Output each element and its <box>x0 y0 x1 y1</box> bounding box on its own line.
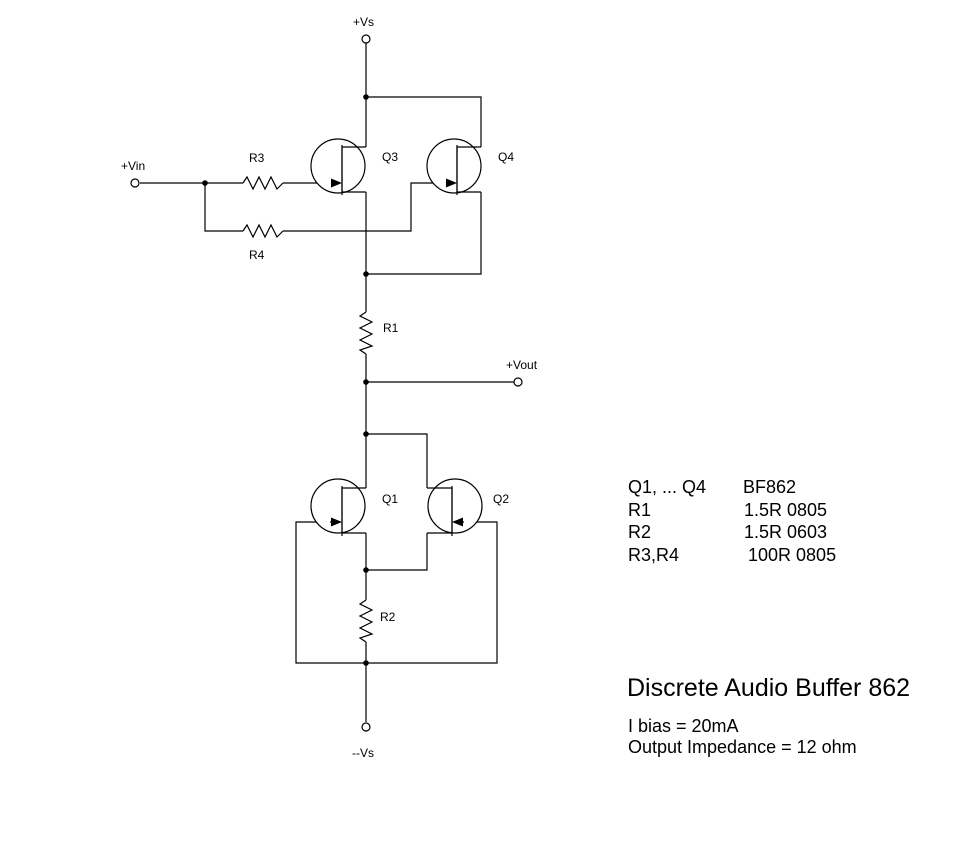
transistor-q4-arrow <box>446 178 457 188</box>
label-q1: Q1 <box>382 492 398 506</box>
part-value: 1.5R 0805 <box>744 499 828 520</box>
transistor-q1-body <box>310 478 366 534</box>
part-ref: Q1, ... Q4 <box>628 477 707 497</box>
part-ref: R1 <box>628 499 652 520</box>
wire-q2-source <box>366 533 428 571</box>
part-value: 1.5R 0603 <box>744 522 828 542</box>
label-r4: R4 <box>249 248 265 262</box>
label-r2: R2 <box>380 610 396 624</box>
terminal-vs-neg <box>361 722 371 732</box>
transistor-q3-body <box>310 138 366 194</box>
wire-q4-drain <box>366 96 482 147</box>
resistor-r2 <box>358 599 374 643</box>
transistor-q1 <box>310 478 366 536</box>
junction-dot <box>363 431 369 437</box>
label-vout: +Vout <box>506 358 538 372</box>
label-r3: R3 <box>249 151 265 165</box>
junction-dot <box>363 660 369 666</box>
label-q2: Q2 <box>493 492 509 506</box>
resistor-r3 <box>242 175 284 191</box>
part-value: 100R 0805 <box>748 544 837 565</box>
label-vs-neg: --Vs <box>352 746 374 760</box>
terminal-vs-pos <box>361 34 371 44</box>
specs-block: I bias = 20mA Output Impedance = 12 ohm <box>628 716 857 758</box>
label-q3: Q3 <box>382 150 398 164</box>
transistor-q4-body <box>426 138 482 194</box>
wire-r4-gate-q4 <box>283 182 444 232</box>
part-ref: R2 <box>628 522 652 542</box>
resistor-r4 <box>242 223 284 239</box>
transistor-q3 <box>310 138 366 195</box>
terminals <box>130 34 523 732</box>
label-vs-pos: +Vs <box>353 15 374 29</box>
wire-q4-source <box>366 192 482 275</box>
junction-dot <box>363 271 369 277</box>
wire-r4-branch <box>204 183 243 232</box>
label-vin: +Vin <box>121 159 145 173</box>
spec-bias: I bias = 20mA <box>628 716 739 736</box>
junction-dot <box>202 180 208 186</box>
resistor-r1 <box>358 311 374 355</box>
junction-dot <box>363 567 369 573</box>
resistors <box>242 175 374 643</box>
transistor-q4 <box>426 138 482 195</box>
part-ref: R3,R4 <box>628 544 680 565</box>
junctions <box>202 94 369 666</box>
label-r1: R1 <box>383 321 399 335</box>
transistor-q1-arrow <box>331 517 342 527</box>
labels: +Vs +Vin +Vout --Vs Q3 Q4 Q1 Q2 R3 R4 R1… <box>121 15 538 760</box>
transistor-q3-arrow <box>331 178 342 188</box>
junction-dot <box>363 379 369 385</box>
junction-dot <box>363 94 369 100</box>
wires <box>140 43 514 722</box>
terminal-vin <box>130 178 140 188</box>
transistor-q2-body <box>427 478 483 534</box>
wire-q1-gate <box>295 521 366 664</box>
transistor-q2 <box>427 478 483 536</box>
transistor-q2-arrow <box>452 517 463 527</box>
label-q4: Q4 <box>498 150 514 164</box>
part-value: BF862 <box>743 477 797 497</box>
circuit-title: Discrete Audio Buffer 862 <box>627 674 911 702</box>
spec-impedance: Output Impedance = 12 ohm <box>628 737 857 757</box>
wire-q2-drain <box>366 433 428 488</box>
terminal-vout <box>513 377 523 387</box>
wire-q2-gate <box>366 521 498 664</box>
